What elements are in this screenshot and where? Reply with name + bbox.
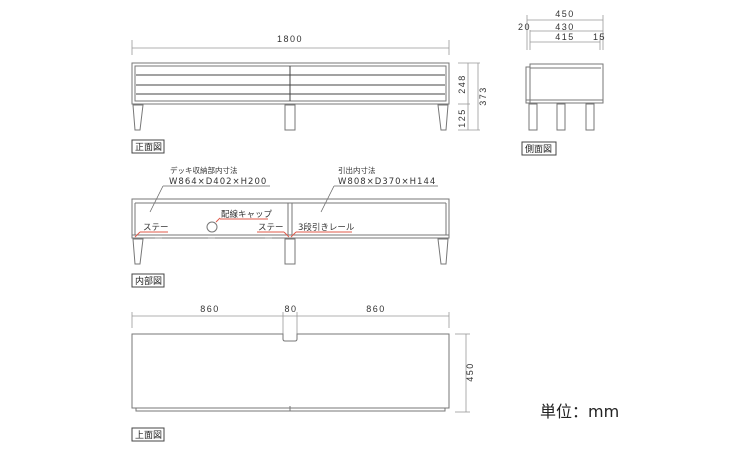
unit-label: 単位：mm [540, 402, 620, 421]
side-right-offset-dim: 15 [593, 32, 606, 42]
top-right-width-dim: 860 [366, 304, 386, 314]
deck-storage-dims: W864×D402×H200 [169, 177, 267, 187]
cable-cap-label: 配線キャップ [221, 209, 273, 220]
side-total-depth-dim: 450 [555, 9, 575, 19]
front-total-height-dim: 373 [478, 86, 488, 106]
front-view: 1800 248 373 125 正面図 [131, 34, 488, 154]
stay-left-label: ステー [143, 223, 169, 233]
top-view-label: 上面図 [135, 430, 162, 441]
front-view-label: 正面図 [135, 142, 162, 153]
deck-storage-title: デッキ収納部内寸法 [170, 165, 238, 175]
side-view: 450 20 430 415 15 側面図 [518, 9, 606, 156]
front-width-dim: 1800 [277, 34, 303, 44]
front-body-height-dim: 248 [457, 74, 467, 94]
drawer-title: 引出内寸法 [338, 165, 376, 175]
front-leg-height-dim: 125 [457, 108, 467, 128]
top-left-width-dim: 860 [200, 304, 220, 314]
side-left-offset-dim: 20 [518, 22, 531, 32]
side-view-label: 側面図 [525, 143, 552, 155]
side-body-depth-dim: 430 [555, 22, 575, 32]
top-center-width-dim: 80 [284, 304, 297, 314]
top-view: 860 80 860 450 上面図 [131, 304, 475, 442]
internal-view: デッキ収納部内寸法 W864×D402×H200 引出内寸法 W808×D370… [131, 165, 450, 288]
internal-view-label: 内部図 [135, 275, 162, 287]
top-depth-dim: 450 [465, 362, 475, 382]
side-inner-depth-dim: 415 [555, 32, 575, 42]
drawer-dims: W808×D370×H144 [338, 177, 436, 187]
stay-right-label: ステー [258, 223, 284, 233]
rail-label: 3段引きレール [298, 222, 355, 233]
